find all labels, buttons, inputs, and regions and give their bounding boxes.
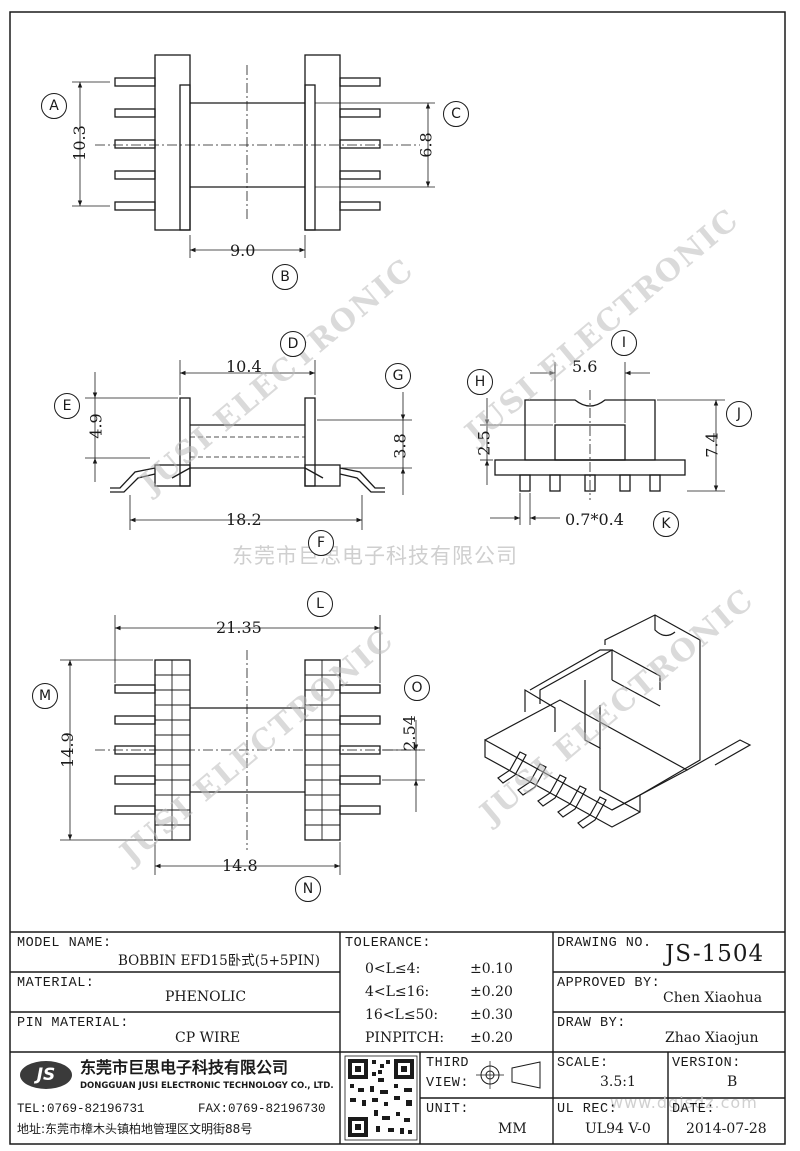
tolerance-range-2: 4<L≤16: xyxy=(365,984,430,1000)
callout-e: E xyxy=(54,393,80,419)
front-view xyxy=(85,360,412,530)
dim-b-value: 9.0 xyxy=(230,241,256,260)
tolerance-range-4: PINPITCH: xyxy=(365,1030,445,1046)
dim-f-value: 18.2 xyxy=(226,510,262,529)
company-name-cn: 东莞市巨思电子科技有限公司 xyxy=(80,1058,289,1077)
version-value: B xyxy=(727,1074,738,1090)
material-label: MATERIAL: xyxy=(17,976,95,991)
tolerance-value-3: ±0.30 xyxy=(470,1007,513,1023)
bottom-view xyxy=(60,615,425,875)
watermark-url: www.dgjsdz.com xyxy=(610,1093,758,1112)
scale-label: SCALE: xyxy=(557,1056,609,1071)
drawing-no-value: JS-1504 xyxy=(665,941,765,967)
dim-l-value: 21.35 xyxy=(216,618,262,637)
callout-k: K xyxy=(653,511,679,537)
dim-e-value: 4.9 xyxy=(86,413,106,439)
unit-value: MM xyxy=(498,1121,527,1137)
model-name-value: BOBBIN EFD15卧式(5+5PIN) xyxy=(118,953,320,969)
callout-o: O xyxy=(404,675,430,701)
tolerance-range-3: 16<L≤50: xyxy=(365,1007,439,1023)
callout-b: B xyxy=(272,264,298,290)
draw-by-label: DRAW BY: xyxy=(557,1016,626,1031)
company-tel: TEL:0769-82196731 xyxy=(17,1102,145,1116)
dim-i-value: 5.6 xyxy=(572,357,598,376)
approved-by-value: Chen Xiaohua xyxy=(663,990,763,1006)
watermark-company: 东莞市巨思电子科技有限公司 xyxy=(232,544,518,568)
top-view xyxy=(72,54,435,258)
material-value: PHENOLIC xyxy=(165,989,247,1005)
dim-n-value: 14.8 xyxy=(222,856,258,875)
drawing-no-label: DRAWING NO. xyxy=(557,936,652,951)
dim-k-value: 0.7*0.4 xyxy=(565,510,624,529)
ul-rec-value: UL94 V-0 xyxy=(585,1121,651,1137)
pin-material-value: CP WIRE xyxy=(175,1030,241,1046)
date-value: 2014-07-28 xyxy=(686,1121,767,1137)
callout-m: M xyxy=(32,683,58,709)
callout-i: I xyxy=(611,330,637,356)
version-label: VERSION: xyxy=(672,1056,741,1071)
dim-j-value: 7.4 xyxy=(702,432,722,458)
dim-c-value: 6.8 xyxy=(416,132,436,158)
tolerance-value-4: ±0.20 xyxy=(470,1030,513,1046)
third-view-label-2: VIEW: xyxy=(426,1076,470,1091)
third-view-label-1: THIRD xyxy=(426,1056,470,1071)
draw-by-value: Zhao Xiaojun xyxy=(665,1030,759,1046)
tolerance-label: TOLERANCE: xyxy=(345,936,432,951)
dim-m-value: 14.9 xyxy=(57,732,77,768)
callout-g: G xyxy=(385,363,411,389)
title-block-lines xyxy=(10,931,785,1144)
callout-a: A xyxy=(41,93,67,119)
callout-j: J xyxy=(726,401,752,427)
dim-g-value: 3.8 xyxy=(390,433,410,459)
qr-code xyxy=(344,1055,418,1141)
pin-material-label: PIN MATERIAL: xyxy=(17,1016,129,1031)
dim-a-value: 10.3 xyxy=(69,125,89,161)
company-fax: FAX:0769-82196730 xyxy=(198,1102,326,1116)
tolerance-value-2: ±0.20 xyxy=(470,984,513,1000)
company-address: 地址:东莞市樟木头镇柏地管理区文明街88号 xyxy=(17,1122,253,1136)
side-view xyxy=(480,362,725,525)
callout-h: H xyxy=(467,369,493,395)
callout-n: N xyxy=(295,876,321,902)
company-logo: JS xyxy=(20,1061,72,1089)
callout-c: C xyxy=(443,101,469,127)
unit-label: UNIT: xyxy=(426,1102,470,1117)
isometric-view xyxy=(484,614,752,829)
callout-l: L xyxy=(307,591,333,617)
dim-h-value: 2.5 xyxy=(474,430,494,456)
company-name-en: DONGGUAN JUSI ELECTRONIC TECHNOLOGY CO.,… xyxy=(80,1081,334,1091)
dim-d-value: 10.4 xyxy=(226,357,262,376)
scale-value: 3.5:1 xyxy=(600,1074,636,1090)
callout-d: D xyxy=(280,331,306,357)
dim-o-value: 2.54 xyxy=(399,715,419,751)
tolerance-range-1: 0<L≤4: xyxy=(365,961,421,977)
model-name-label: MODEL NAME: xyxy=(17,936,112,951)
ul-rec-label: UL REC: xyxy=(557,1102,618,1117)
callout-f: F xyxy=(308,530,334,556)
approved-by-label: APPROVED BY: xyxy=(557,976,661,991)
date-label: DATE: xyxy=(672,1102,716,1117)
tolerance-value-1: ±0.10 xyxy=(470,961,513,977)
